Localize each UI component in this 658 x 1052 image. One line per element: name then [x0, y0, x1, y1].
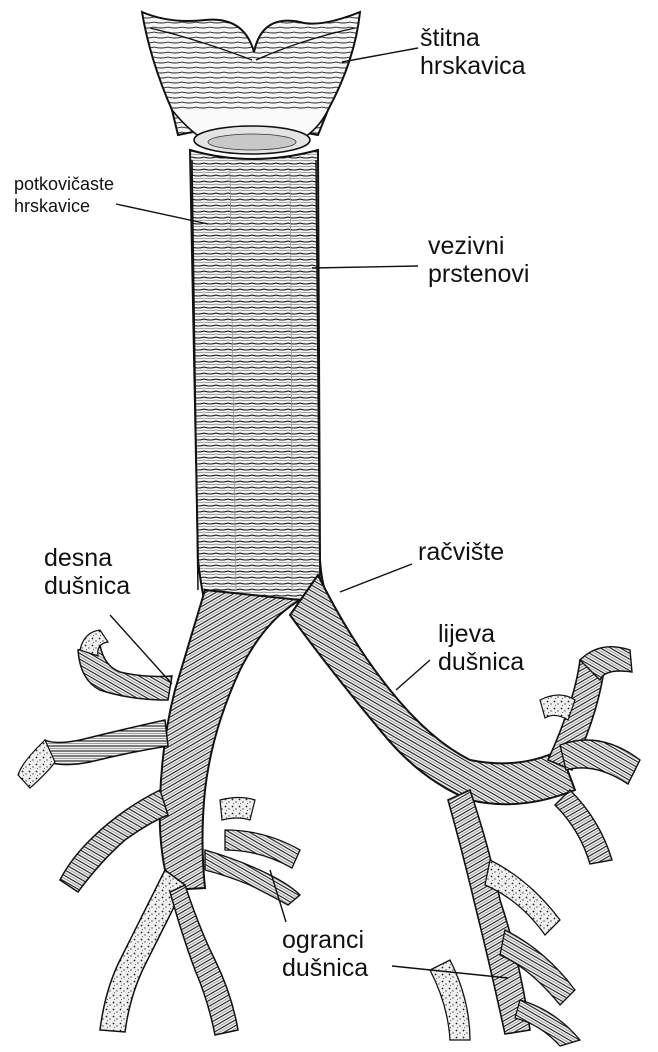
leader-line-bifurcation: [340, 564, 412, 592]
label-bronchial-branches: ogranci dušnica: [282, 926, 368, 982]
label-rings-line2: prstenovi: [428, 260, 529, 288]
label-bifurcation-line1: račvište: [418, 538, 504, 566]
label-horseshoe-line2: hrskavice: [14, 196, 114, 218]
label-left-bronchus-line1: lijeva: [438, 620, 524, 648]
label-rings-line1: vezivni: [428, 232, 529, 260]
label-thyroid-line2: hrskavica: [420, 52, 526, 80]
label-horseshoe-cartilages: potkovičaste hrskavice: [14, 174, 114, 217]
label-thyroid-cartilage: štitna hrskavica: [420, 24, 526, 80]
label-connective-rings: vezivni prstenovi: [428, 232, 529, 288]
label-horseshoe-line1: potkovičaste: [14, 174, 114, 196]
label-right-bronchus-line1: desna: [44, 544, 130, 572]
label-branches-line1: ogranci: [282, 926, 368, 954]
label-left-bronchus-line2: dušnica: [438, 648, 524, 676]
thyroid-cartilage-shape: [142, 12, 360, 154]
trachea-shaft: [190, 150, 330, 605]
label-bifurcation: račvište: [418, 538, 504, 566]
right-bronchial-branches: [18, 630, 300, 1035]
left-main-bronchus: [290, 575, 575, 804]
leader-line-rings: [312, 266, 418, 268]
label-left-bronchus: lijeva dušnica: [438, 620, 524, 676]
leader-line-left-bronchus: [396, 660, 430, 690]
left-bronchial-branches: [430, 647, 640, 1046]
label-branches-line2: dušnica: [282, 954, 368, 982]
label-thyroid-line1: štitna: [420, 24, 526, 52]
label-right-bronchus: desna dušnica: [44, 544, 130, 600]
label-right-bronchus-line2: dušnica: [44, 572, 130, 600]
